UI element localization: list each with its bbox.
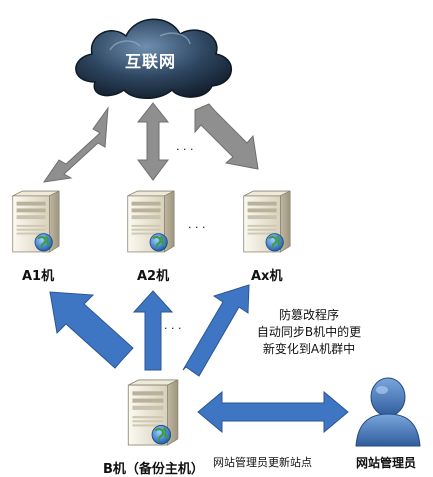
blue-arrow-to-a2 bbox=[132, 290, 174, 371]
sync-note-line-3: 新变化到A机群中 bbox=[262, 342, 356, 356]
server-icon-a1 bbox=[11, 190, 61, 253]
ellipsis-bottom: · · · bbox=[164, 322, 182, 335]
ellipsis-middle: · · · bbox=[188, 221, 206, 234]
user-icon bbox=[355, 377, 421, 447]
server-ax-label: Ax机 bbox=[251, 269, 283, 284]
admin-label: 网站管理员 bbox=[356, 456, 417, 470]
sync-note: 防篡改程序 自动同步B机中的更 新变化到A机群中 bbox=[247, 307, 371, 358]
gray-arrow-ax bbox=[194, 103, 259, 170]
blue-arrow-to-a1 bbox=[49, 291, 134, 369]
blue-double-arrow bbox=[197, 390, 349, 434]
gray-arrows-group bbox=[42, 102, 259, 183]
server-icon-b bbox=[127, 378, 179, 447]
blue-arrow-to-ax bbox=[182, 284, 250, 377]
cloud-label: 互联网 bbox=[125, 52, 177, 71]
server-icon-ax bbox=[242, 190, 292, 253]
server-a1-label: A1机 bbox=[22, 269, 55, 284]
sync-note-line-2: 自动同步B机中的更 bbox=[256, 325, 362, 339]
update-note: 网站管理员更新站点 bbox=[213, 456, 312, 469]
cloud-icon bbox=[75, 18, 233, 99]
sync-note-line-1: 防篡改程序 bbox=[278, 308, 339, 322]
blue-arrows-group bbox=[49, 284, 349, 434]
server-icon-a2 bbox=[126, 190, 176, 253]
server-b-label: B机（备份主机） bbox=[103, 462, 204, 477]
gray-arrow-a2 bbox=[136, 102, 170, 181]
gray-arrow-a1 bbox=[42, 106, 109, 183]
ellipsis-top: · · · bbox=[176, 143, 194, 156]
server-a2-label: A2机 bbox=[137, 269, 170, 284]
